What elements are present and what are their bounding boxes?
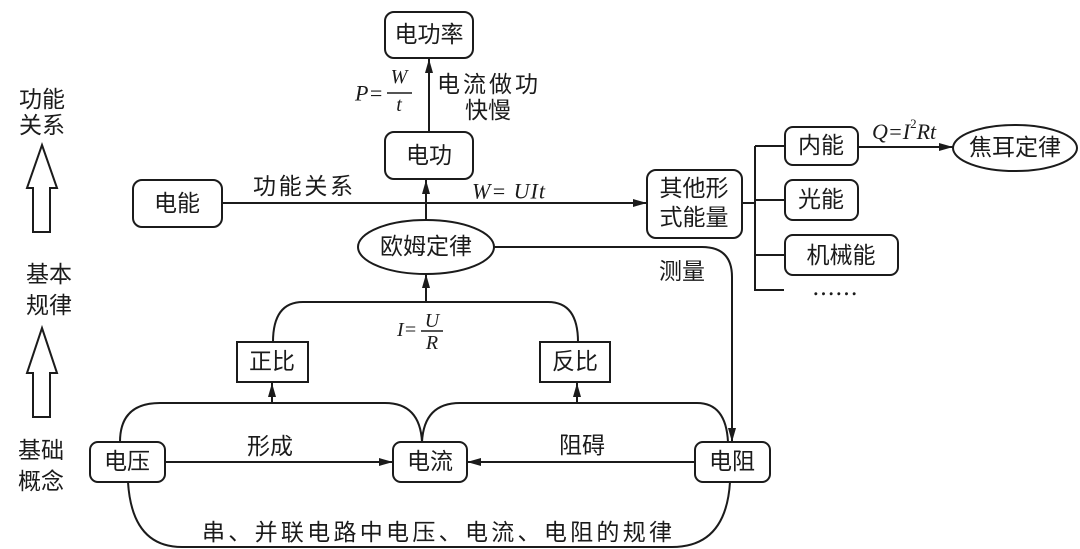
node-box (784, 179, 859, 221)
node-label: 反比 (552, 349, 598, 375)
node-ellipse (952, 124, 1078, 172)
node-electric-work: 电功 (384, 131, 474, 180)
node-label: 欧姆定律 (380, 234, 472, 260)
power-formula: P= W t (354, 66, 412, 116)
node-light-energy: 光能 (784, 179, 859, 221)
node-inverse-proportion: 反比 (539, 341, 611, 383)
joule-formula-rest: Rt (916, 119, 937, 144)
power-meaning-line2: 快慢 (465, 98, 511, 124)
level-label-energy-relation-line1: 功能 (19, 87, 65, 113)
node-label-line2: 式能量 (660, 205, 729, 231)
node-label: 机械能 (807, 243, 876, 269)
level-label-basic-law-line1: 基本 (26, 262, 72, 288)
node-voltage: 电压 (89, 441, 166, 483)
level-label-basic-concept-line2: 概念 (18, 469, 64, 495)
node-label: 焦耳定律 (969, 135, 1061, 161)
joule-formula-exponent: 2 (910, 116, 917, 131)
arrow-ohm-to-resistance (494, 246, 736, 442)
node-box (539, 341, 611, 383)
node-mechanical-energy: 机械能 (784, 234, 899, 276)
node-box (694, 441, 771, 483)
node-box (89, 441, 166, 483)
node-ohm-law: 欧姆定律 (357, 219, 495, 275)
level-label-basic-concept-line1: 基础 (18, 438, 64, 464)
level-labels: 功能 关系 基本 规律 基础 概念 (18, 87, 72, 495)
energy-relation-label: 功能关系 (253, 174, 353, 200)
node-box (784, 234, 899, 276)
power-meaning-line1: 电流做功 (437, 72, 538, 98)
more-forms-ellipsis: …… (812, 275, 858, 301)
node-label: 正比 (249, 349, 295, 375)
node-current: 电流 (392, 441, 468, 483)
node-label: 电功率 (395, 22, 464, 48)
node-joule-law: 焦耳定律 (952, 124, 1078, 172)
joule-formula-label: Q=I2Rt (872, 116, 937, 144)
ohm-formula: I= U R (396, 310, 443, 354)
circuit-rules-label: 串、并联电路中电压、电流、电阻的规律 (202, 520, 672, 546)
connectors (119, 59, 953, 548)
forms-label: 形成 (247, 434, 293, 460)
node-resistance: 电阻 (694, 441, 771, 483)
level-up-arrow-icon (25, 141, 59, 233)
joule-formula-lhs: Q=I (872, 119, 912, 144)
node-label: 电阻 (709, 449, 755, 475)
node-box (132, 179, 223, 228)
node-box (384, 131, 474, 180)
hinders-label: 阻碍 (559, 433, 605, 459)
node-internal-energy: 内能 (784, 126, 859, 166)
level-label-basic-law-line2: 规律 (26, 293, 72, 319)
node-electric-energy: 电能 (132, 179, 223, 228)
node-box (392, 441, 468, 483)
node-box (384, 11, 474, 59)
node-other-energy: 其他形 式能量 (646, 169, 743, 239)
measure-label: 测量 (659, 259, 705, 285)
node-label: 电流 (407, 449, 453, 475)
node-label-line1: 其他形 (660, 176, 729, 202)
node-box (784, 126, 859, 166)
node-label: 电压 (104, 449, 150, 475)
node-box (236, 341, 309, 383)
node-label: 内能 (798, 133, 844, 159)
work-formula-label: W= UIt (472, 179, 546, 204)
node-box (646, 169, 743, 239)
node-label: 电功 (406, 143, 452, 169)
node-label: 光能 (798, 187, 844, 213)
ohm-formula-numerator: U (425, 310, 441, 332)
node-direct-proportion: 正比 (236, 341, 309, 383)
arc-current-resistance (421, 402, 729, 443)
power-formula-lhs: P= (354, 81, 383, 106)
arc-circuit-rules (127, 481, 731, 548)
node-ellipse (357, 219, 495, 275)
power-formula-denominator: t (396, 94, 402, 116)
ohm-formula-lhs: I= (396, 319, 417, 341)
level-up-arrow-icon (25, 324, 59, 418)
power-formula-numerator: W (391, 66, 410, 88)
node-electric-power: 电功率 (384, 11, 474, 59)
level-label-energy-relation-line2: 关系 (19, 113, 65, 139)
ohm-formula-denominator: R (425, 332, 438, 354)
node-label: 电能 (154, 191, 200, 217)
